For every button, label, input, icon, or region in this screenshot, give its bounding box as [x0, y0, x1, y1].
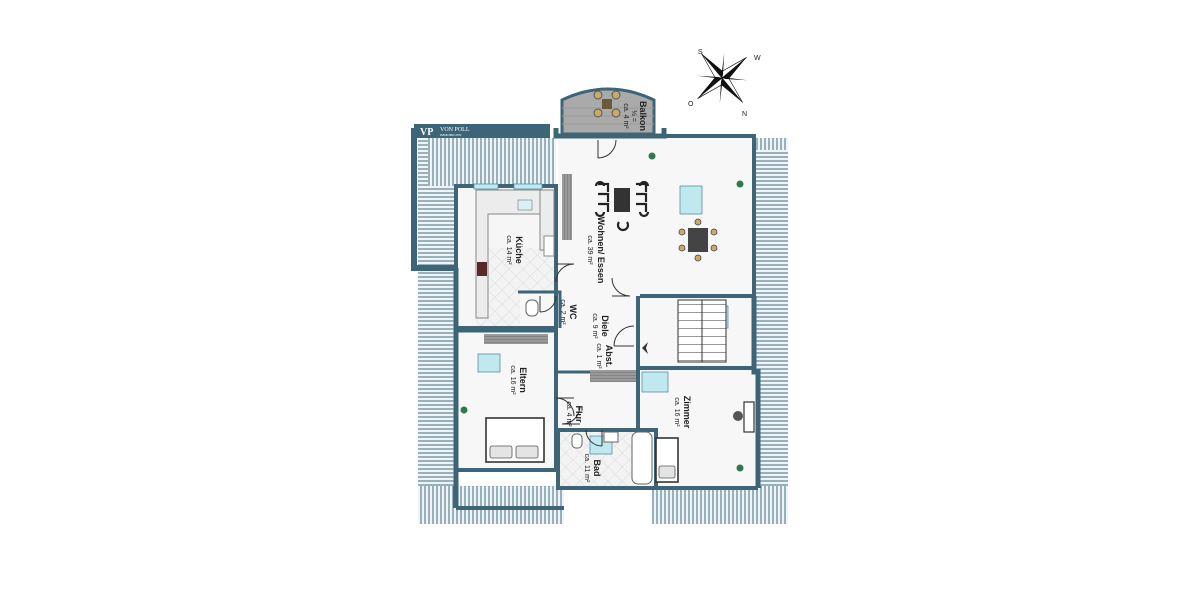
compass-rose — [696, 52, 748, 104]
svg-text:Diele: Diele — [600, 315, 610, 337]
roof-bottom-left — [418, 486, 564, 524]
door-diele — [613, 325, 635, 347]
roof-middle-right — [760, 296, 788, 370]
bath-fixtures — [525, 299, 653, 485]
svg-text:ca. 4 m²: ca. 4 m² — [622, 103, 629, 129]
svg-text:O: O — [688, 101, 694, 108]
label-wc: WC ca. 2 m² — [559, 299, 578, 325]
kitchen-sink-icon — [517, 199, 533, 211]
roof-bottom-right — [652, 486, 788, 524]
radiator-eltern — [484, 334, 548, 344]
wall-wohnen-right — [664, 134, 756, 296]
walls — [411, 126, 761, 510]
floor-diele — [558, 296, 638, 372]
window-eltern — [477, 353, 501, 373]
window-kueche-2 — [513, 183, 543, 190]
svg-text:ca. 9 m²: ca. 9 m² — [591, 313, 598, 339]
window-zimmer — [641, 371, 669, 393]
svg-text:S: S — [698, 49, 703, 56]
svg-text:ca. 11 m²: ca. 11 m² — [583, 454, 590, 483]
label-balkon: Balkon ½ = ca. 4 m² — [622, 101, 648, 131]
label-zimmer: Zimmer ca. 16 m² — [673, 396, 692, 429]
svg-text:Balkon: Balkon — [638, 101, 648, 131]
company-logo: VP VON POLL IMMOBILIEN — [414, 124, 550, 138]
svg-text:Küche: Küche — [514, 236, 524, 264]
window-wohnen — [679, 185, 703, 215]
outer-wall-top-left — [411, 128, 456, 271]
door-flur — [561, 405, 581, 425]
svg-text:VP: VP — [420, 127, 433, 138]
radiators — [484, 174, 636, 382]
svg-text:ca. 16 m²: ca. 16 m² — [673, 397, 680, 427]
desk-zimmer-icon — [733, 401, 755, 433]
toilet-wc-icon — [525, 299, 539, 317]
svg-text:IMMOBILIEN: IMMOBILIEN — [440, 133, 462, 137]
plants — [460, 152, 744, 472]
svg-text:Bad: Bad — [592, 459, 602, 476]
bed-zimmer-icon — [655, 437, 679, 483]
svg-text:VON POLL: VON POLL — [440, 127, 470, 133]
wall-wc — [518, 290, 562, 328]
kitchen-fixtures — [475, 189, 555, 319]
svg-text:Flur: Flur — [574, 406, 584, 423]
roof-eaves — [418, 138, 788, 524]
plant-icon — [736, 464, 744, 472]
roof-left — [418, 268, 456, 518]
dining-table-icon — [594, 180, 650, 232]
radiator-wohnen — [562, 174, 572, 240]
label-bad: Bad ca. 11 m² — [583, 454, 602, 483]
compass-letters: S W O N — [688, 49, 761, 118]
wall-right-outer — [751, 296, 761, 488]
svg-text:ca. 14 m²: ca. 14 m² — [505, 235, 512, 265]
door-kueche — [555, 263, 575, 283]
svg-text:Wohnen/ Essen: Wohnen/ Essen — [596, 217, 606, 284]
svg-text:Abst.: Abst. — [604, 345, 614, 368]
svg-text:N: N — [742, 111, 747, 118]
svg-text:Zimmer: Zimmer — [682, 396, 692, 429]
door-wohnen — [611, 277, 631, 297]
label-eltern: Eltern ca. 16 m² — [509, 365, 528, 395]
radiator-flur — [590, 370, 636, 382]
balcony-table-icon — [593, 90, 621, 118]
door-bad — [585, 429, 603, 447]
direction-arrow-icon — [642, 342, 648, 354]
svg-text:WC: WC — [568, 305, 578, 320]
label-flur: Flur ca. 4 m² — [565, 401, 584, 427]
room-labels: Balkon ½ = ca. 4 m² Wohnen/ Essen ca. 39… — [505, 101, 692, 483]
staircase — [677, 299, 727, 363]
bath-sink-icon — [603, 431, 619, 443]
plant-icon — [648, 152, 656, 160]
balcony-floor — [560, 87, 656, 136]
label-diele: Diele ca. 9 m² — [591, 313, 610, 339]
bathtub-icon — [631, 431, 653, 485]
plant-icon — [460, 406, 468, 414]
svg-text:Eltern: Eltern — [518, 367, 528, 393]
plant-icon — [736, 180, 744, 188]
bed-eltern-icon — [485, 417, 545, 463]
balcony — [560, 87, 656, 136]
kitchen-island — [543, 235, 555, 257]
svg-text:ca. 4 m²: ca. 4 m² — [565, 401, 572, 427]
label-abst: Abst. ca. 1 m² — [595, 343, 614, 369]
label-kueche: Küche ca. 14 m² — [505, 235, 524, 265]
toilet-bad-icon — [571, 433, 583, 449]
svg-text:ca. 2 m²: ca. 2 m² — [559, 299, 566, 325]
svg-text:½ =: ½ = — [630, 110, 638, 122]
window-kueche — [473, 183, 499, 190]
door-eltern — [555, 397, 575, 417]
svg-text:ca. 39 m²: ca. 39 m² — [586, 235, 593, 265]
roof-top-left — [428, 138, 556, 186]
door-wc — [539, 295, 557, 313]
doors — [539, 139, 635, 447]
svg-text:ca. 1 m²: ca. 1 m² — [595, 343, 602, 369]
label-wohnen: Wohnen/ Essen ca. 39 m² — [586, 217, 606, 284]
svg-text:W: W — [754, 55, 761, 62]
outer-wall-main — [553, 128, 667, 139]
svg-text:ca. 16 m²: ca. 16 m² — [509, 365, 516, 395]
door-balkon — [597, 139, 617, 159]
floor-wohnen — [558, 136, 754, 296]
cooktop-icon — [477, 262, 487, 276]
living-table-icon — [678, 218, 718, 262]
